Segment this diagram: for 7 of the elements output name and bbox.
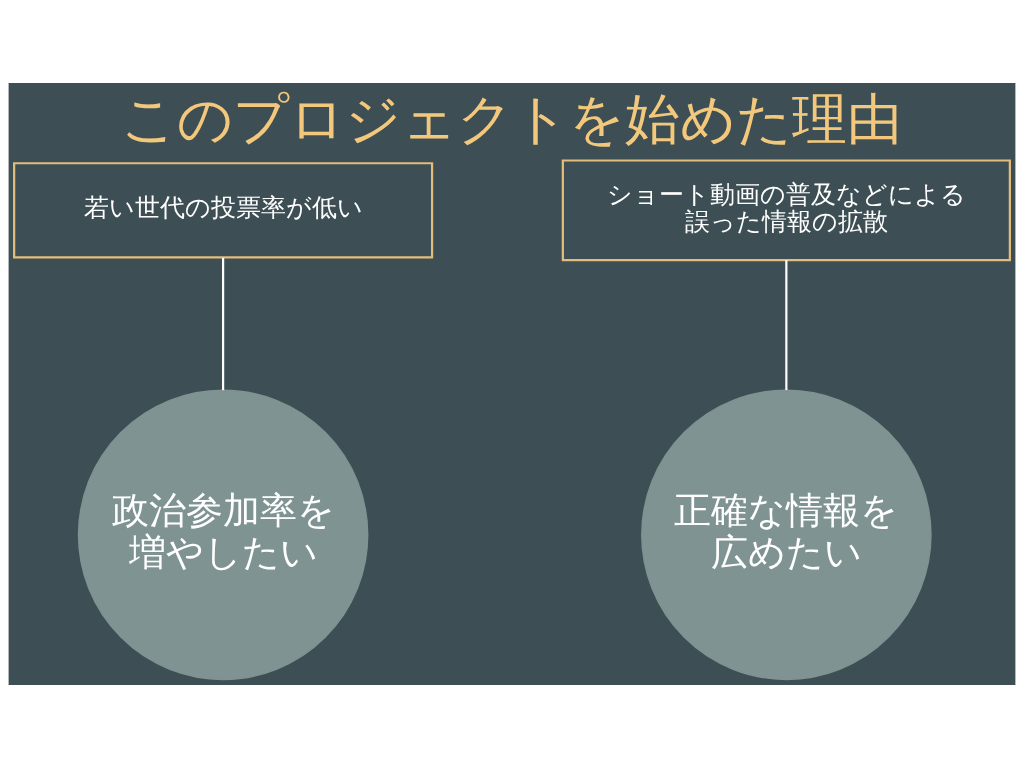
connector (785, 260, 788, 391)
node-box: ショート動画の普及などによる誤った情報の拡散 (561, 159, 1011, 262)
connector (222, 257, 225, 391)
node-box: 若い世代の投票率が低い (13, 162, 434, 259)
node-circle: 正確な情報を広めたい (641, 389, 932, 681)
node-circle: 政治参加率を増やしたい (77, 389, 369, 681)
diagram-title: このプロジェクトを始めた理由 (121, 87, 903, 152)
